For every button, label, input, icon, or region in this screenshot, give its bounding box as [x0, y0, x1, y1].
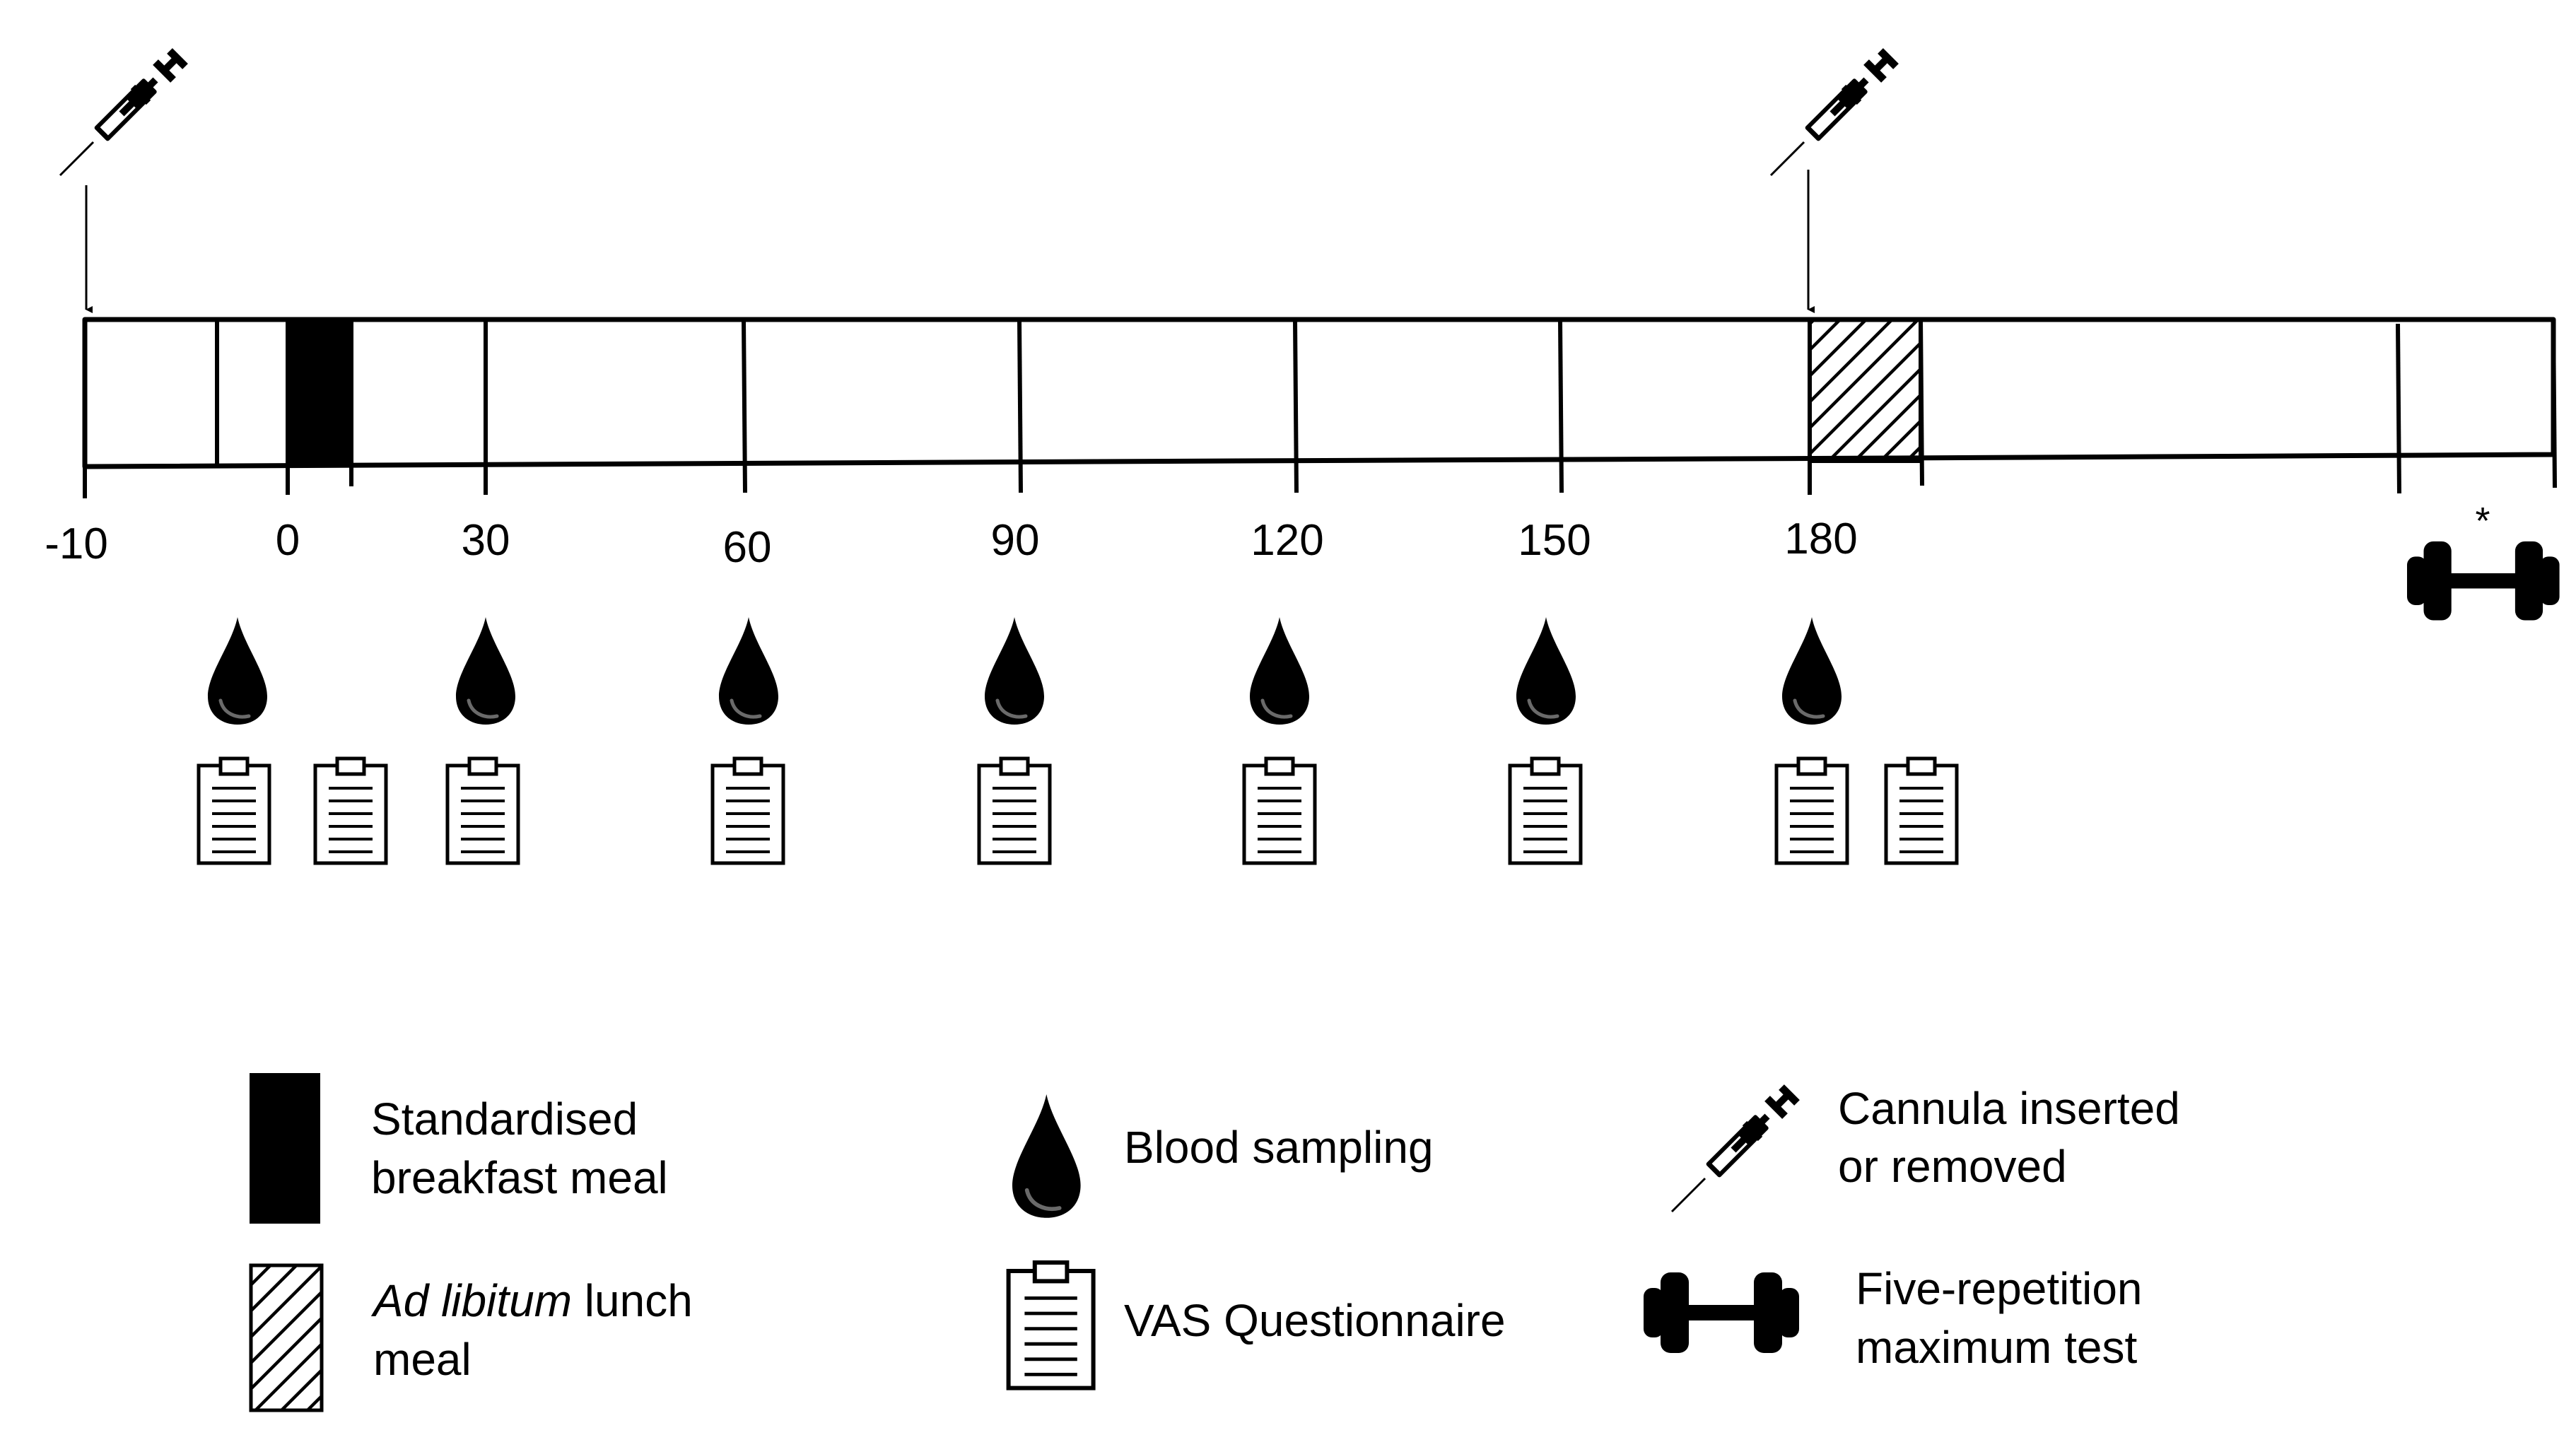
- breakfast-meal-block: [286, 320, 353, 464]
- tick-mark: [742, 319, 747, 493]
- syringe-icon: [1672, 1087, 1797, 1212]
- legend-cannula-line1: Cannula inserted: [1838, 1083, 2180, 1134]
- tick-mark: [1558, 319, 1564, 493]
- blood-drop-icon: [719, 617, 778, 725]
- dumbbell-icon: [2407, 541, 2560, 621]
- clipboard-icon: [1886, 758, 1957, 863]
- clipboard-icon: [315, 758, 386, 863]
- dumbbell-icon: [1644, 1272, 1799, 1353]
- tick-label: 150: [1518, 516, 1591, 565]
- legend-blood-label: Blood sampling: [1124, 1122, 1434, 1173]
- blood-drop-icon: [1516, 617, 1576, 725]
- tick-mark: [2396, 323, 2401, 494]
- blood-drop-icon: [1250, 617, 1309, 725]
- asterisk-marker: *: [2475, 500, 2490, 542]
- legend-strength-line1: Five-repetition: [1856, 1263, 2143, 1314]
- tick-label: 60: [723, 523, 772, 572]
- syringe-icon: [60, 51, 185, 175]
- legend-breakfast-line1: Standardised: [371, 1094, 638, 1144]
- legend-breakfast-line2: breakfast meal: [371, 1152, 668, 1203]
- tick-label: 0: [276, 516, 300, 565]
- tick-mark: [1293, 319, 1299, 493]
- legend-strength-line2: maximum test: [1856, 1322, 2138, 1373]
- blood-drop-icon: [1782, 617, 1842, 725]
- clipboard-icon: [199, 758, 269, 863]
- tick-mark: [1919, 319, 1924, 486]
- blood-drop-icon: [456, 617, 515, 725]
- timeline-bar: [82, 317, 2556, 469]
- legend-lunch-swatch: [249, 1263, 324, 1412]
- tick-label: 180: [1784, 515, 1857, 563]
- legend-lunch-line2: meal: [373, 1334, 472, 1385]
- legend-lunch-italic: Ad libitum: [370, 1275, 572, 1326]
- clipboard-icon: [1776, 758, 1847, 863]
- legend-lunch-line1: Ad libitum lunch: [370, 1275, 693, 1326]
- clipboard-icon: [1510, 758, 1581, 863]
- tick-mark: [1017, 319, 1023, 493]
- syringe-icon: [1771, 51, 1896, 175]
- blood-drop-icon: [985, 617, 1044, 725]
- tick-label: 30: [462, 516, 510, 565]
- lunch-meal-block: [1808, 317, 1923, 463]
- clipboard-icon: [1009, 1263, 1094, 1388]
- clipboard-icon: [713, 758, 783, 863]
- blood-drop-icon: [1012, 1094, 1081, 1218]
- tick-label: 90: [991, 516, 1040, 565]
- tick-label: 120: [1251, 516, 1323, 565]
- tick-mark: [2551, 319, 2557, 488]
- legend-vas-label: VAS Questionnaire: [1124, 1295, 1506, 1346]
- blood-drop-icon: [208, 617, 267, 725]
- tick-label: -10: [45, 520, 108, 568]
- legend-lunch-rest: lunch: [572, 1275, 693, 1326]
- legend-cannula-line2: or removed: [1838, 1141, 2067, 1192]
- clipboard-icon: [979, 758, 1050, 863]
- legend-breakfast-swatch: [250, 1073, 320, 1224]
- clipboard-icon: [1244, 758, 1315, 863]
- clipboard-icon: [447, 758, 518, 863]
